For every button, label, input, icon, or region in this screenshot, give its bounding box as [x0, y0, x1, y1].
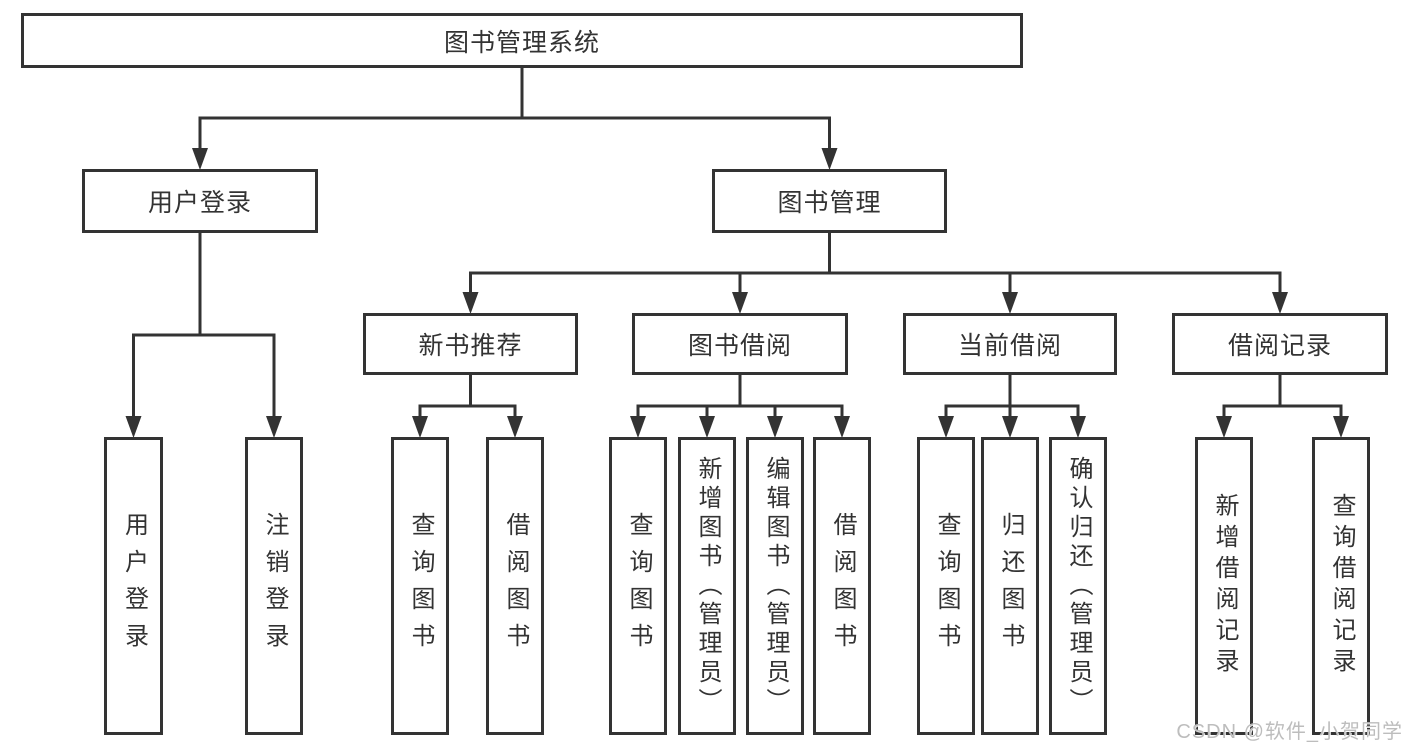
diagram-node-leaf-borrow-book-1: 借阅图书 — [486, 437, 544, 735]
diagram-node-leaf-logout: 注销登录 — [245, 437, 303, 735]
arrow-down-icon — [1070, 416, 1086, 438]
diagram-node-leaf-query-record: 查询借阅记录 — [1312, 437, 1370, 735]
arrow-down-icon — [821, 148, 838, 170]
diagram-node-book-mgmt: 图书管理 — [712, 169, 947, 233]
node-label: 确认归还（管理员） — [1065, 455, 1092, 717]
node-label: 借阅记录 — [1227, 332, 1332, 360]
node-label: 图书管理 — [777, 189, 882, 217]
arrow-down-icon — [1272, 292, 1288, 314]
node-label: 查询图书 — [625, 512, 652, 660]
diagram-node-leaf-add-record: 新增借阅记录 — [1195, 437, 1253, 735]
arrow-down-icon — [732, 292, 748, 314]
node-label: 查询图书 — [933, 512, 960, 660]
node-label: 查询图书 — [407, 512, 434, 660]
diagram-node-leaf-user-login: 用户登录 — [104, 437, 163, 735]
diagram-node-user-login: 用户登录 — [82, 169, 318, 233]
diagram-node-leaf-query-book-1: 查询图书 — [391, 437, 449, 735]
node-label: 新增图书（管理员） — [694, 455, 721, 717]
diagram-node-root: 图书管理系统 — [21, 13, 1023, 68]
arrow-down-icon — [630, 416, 646, 438]
arrow-down-icon — [1216, 416, 1232, 438]
arrow-down-icon — [507, 416, 523, 438]
node-label: 归还图书 — [997, 512, 1024, 660]
arrow-down-icon — [699, 416, 715, 438]
arrow-down-icon — [1002, 292, 1018, 314]
node-label: 编辑图书（管理员） — [762, 455, 789, 717]
diagram-node-leaf-return-book: 归还图书 — [981, 437, 1039, 735]
arrow-down-icon — [266, 416, 282, 438]
diagram-node-leaf-borrow-book-2: 借阅图书 — [813, 437, 871, 735]
watermark: CSDN @软件_小贺同学 — [1176, 721, 1403, 743]
arrow-down-icon — [834, 416, 850, 438]
diagram-node-leaf-query-book-3: 查询图书 — [917, 437, 975, 735]
node-label: 借阅图书 — [829, 512, 856, 660]
arrow-down-icon — [938, 416, 954, 438]
arrow-down-icon — [767, 416, 783, 438]
node-label: 用户登录 — [120, 512, 148, 660]
diagram-node-current-borrow: 当前借阅 — [903, 313, 1117, 375]
node-label: 新书推荐 — [418, 332, 523, 360]
diagram-node-borrow-records: 借阅记录 — [1172, 313, 1388, 375]
arrow-down-icon — [1002, 416, 1018, 438]
arrow-down-icon — [192, 148, 208, 170]
diagram-node-new-book-rec: 新书推荐 — [363, 313, 578, 375]
node-label: 图书管理系统 — [443, 28, 600, 57]
arrow-down-icon — [462, 292, 479, 314]
arrow-down-icon — [1333, 416, 1349, 438]
node-label: 图书借阅 — [687, 332, 792, 360]
diagram-node-book-borrow: 图书借阅 — [632, 313, 848, 375]
diagram-node-leaf-confirm-return: 确认归还（管理员） — [1049, 437, 1107, 735]
diagram-node-leaf-edit-book: 编辑图书（管理员） — [746, 437, 804, 735]
node-label: 当前借阅 — [957, 332, 1062, 360]
node-label: 查询借阅记录 — [1328, 493, 1355, 679]
diagram-node-leaf-query-book-2: 查询图书 — [609, 437, 667, 735]
node-label: 注销登录 — [261, 512, 288, 660]
arrow-down-icon — [125, 416, 142, 438]
node-label: 借阅图书 — [502, 512, 529, 660]
diagram-node-leaf-add-book: 新增图书（管理员） — [678, 437, 736, 735]
node-label: 新增借阅记录 — [1211, 493, 1238, 679]
node-label: 用户登录 — [147, 189, 252, 217]
arrow-down-icon — [412, 416, 428, 438]
